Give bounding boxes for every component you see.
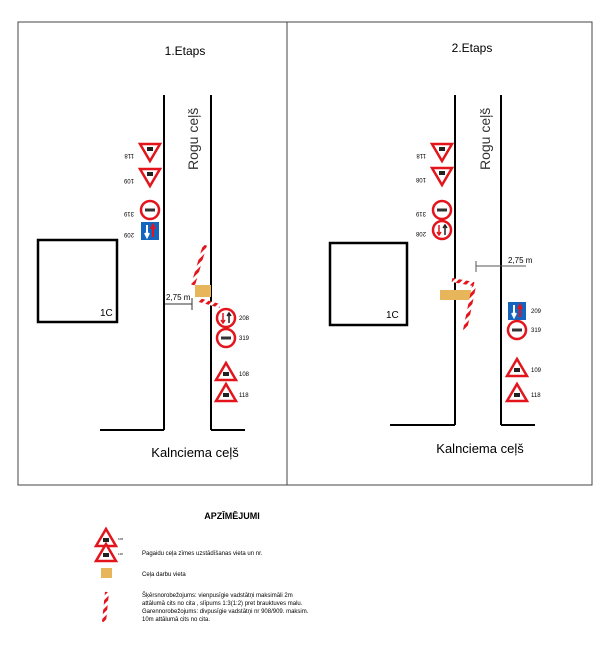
sign-108-icon (430, 166, 454, 187)
sign-number: 108 (415, 176, 426, 182)
sign-118-icon (138, 142, 162, 163)
sign-number: 209 (123, 231, 134, 237)
sign-109-icon (505, 357, 529, 378)
sign-number: 118 (124, 152, 134, 158)
sign-number: 208 (415, 230, 426, 236)
sign-number: 209 (531, 309, 542, 315)
road-name-horizontal: Kalnciema ceļš (151, 445, 239, 460)
legend-barrier-icon (102, 591, 109, 623)
stage-title: 1.Etaps (165, 44, 206, 58)
road-name-vertical: Rogu ceļš (185, 108, 201, 170)
sign-319-icon (139, 199, 161, 221)
building (36, 238, 119, 324)
sign-319-icon (215, 327, 237, 349)
sign-number: 108 (118, 537, 123, 541)
sign-number: 208 (239, 316, 250, 322)
sign-number: 118 (531, 393, 541, 399)
work-area (195, 285, 211, 297)
legend: APZĪMĒJUMI 108 118 Pagaidu ceļa zīmes uz… (94, 511, 309, 623)
barrier (463, 285, 476, 331)
sign-number: 319 (415, 210, 426, 216)
sign-209-icon (140, 221, 160, 241)
legend-work-area-text: Ceļa darbu vieta (142, 572, 186, 578)
sign-number: 118 (239, 393, 249, 399)
legend-barrier-text: Garennorobežojums: divpusīgie vadstātņi … (142, 609, 309, 615)
sign-number: 118 (416, 152, 426, 158)
sign-208-icon (431, 219, 453, 241)
legend-work-area-icon (101, 568, 112, 578)
building-label: 1C (100, 308, 113, 319)
building-label: 1C (386, 310, 399, 321)
sign-number: 319 (123, 210, 134, 216)
sign-number: 319 (239, 336, 250, 342)
barrier (191, 244, 207, 286)
sign-number: 109 (123, 177, 134, 183)
sign-108-icon (214, 361, 238, 382)
road-name-vertical: Rogu ceļš (477, 108, 493, 170)
work-area (440, 290, 472, 300)
building (328, 241, 409, 327)
sign-number: 108 (239, 372, 250, 378)
sign-208-icon (215, 307, 237, 329)
legend-barrier-text: Šķērsnorobežojums: vienpusīgie vadstātņi… (142, 592, 293, 599)
distance-label: 2,75 m (166, 293, 191, 302)
road-name-horizontal: Kalnciema ceļš (436, 441, 524, 456)
diagram-frame (17, 21, 593, 486)
legend-barrier-text: 10m attālumā cits no cita. (142, 617, 210, 623)
sign-number: 319 (531, 328, 542, 334)
distance-label: 2,75 m (508, 256, 533, 265)
barrier (451, 278, 475, 286)
sign-118-icon (505, 382, 529, 403)
legend-title: APZĪMĒJUMI (204, 511, 260, 521)
stage-1: 1.Etaps Rogu ceļš Kalnciema ceļš 1C 2,75… (36, 44, 250, 460)
stage-title: 2.Etaps (452, 41, 493, 55)
sign-number: 109 (531, 368, 542, 374)
sign-118-icon (214, 382, 238, 403)
sign-109-icon (138, 167, 162, 188)
stage-2: 2.Etaps Rogu ceļš Kalnciema ceļš 1C 2,75… (328, 41, 542, 456)
legend-barrier-text: attālumā cits no cita , slīpums 1:3(1:2)… (142, 601, 303, 607)
sign-118-icon (430, 142, 454, 163)
legend-signs-text: Pagaidu ceļa zīmes uzstādīšanas vieta un… (142, 551, 263, 557)
sign-319-icon (431, 199, 453, 221)
barrier (198, 298, 221, 308)
sign-319-icon (506, 319, 528, 341)
sign-209-icon (507, 301, 527, 321)
sign-number: 118 (118, 552, 123, 556)
